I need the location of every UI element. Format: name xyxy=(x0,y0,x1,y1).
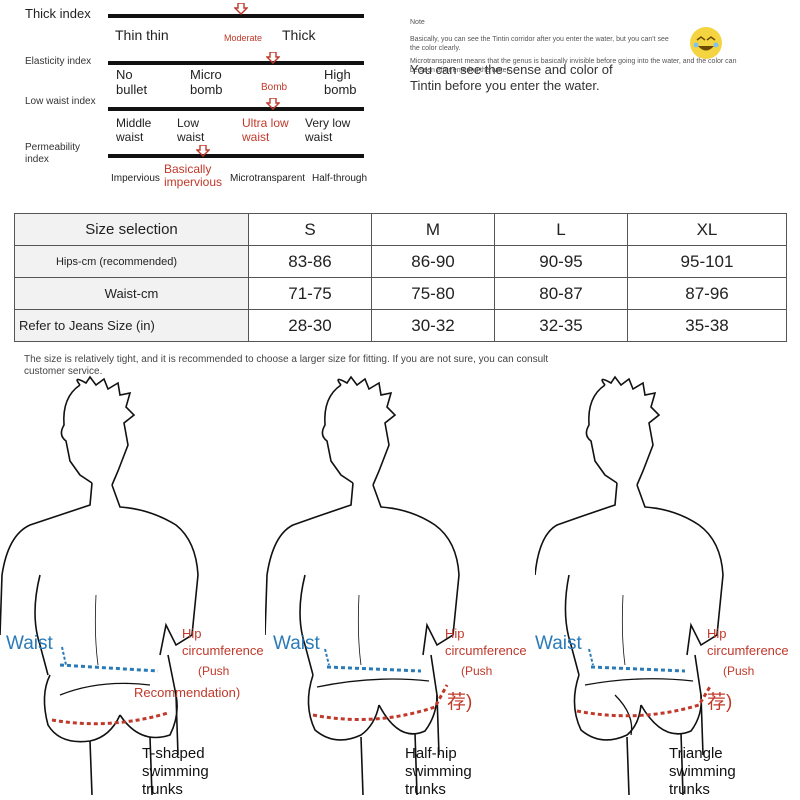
table-row: Refer to Jeans Size (in) 28-30 30-32 32-… xyxy=(14,309,787,342)
push-label: (Push xyxy=(198,664,230,678)
figure-triangle: Waist Hip circumference (Push 荐) Triangl… xyxy=(535,375,795,800)
body-illustration xyxy=(265,375,460,796)
permeability-opt-2: Microtransparent xyxy=(230,173,306,184)
hip-label: Hip circumference xyxy=(445,626,527,658)
permeability-index-bar xyxy=(108,154,364,158)
waist-label: Waist xyxy=(535,633,582,654)
table-row: Hips-cm (recommended) 83-86 86-90 90-95 … xyxy=(14,245,787,278)
table-row-label: Refer to Jeans Size (in) xyxy=(14,309,249,342)
laughing-emoji-icon xyxy=(690,27,722,59)
thick-opt-2: Thick xyxy=(282,27,316,43)
table-cell: 32-35 xyxy=(494,309,628,342)
push-label: (Push xyxy=(461,664,493,678)
thick-opt-1: Moderate xyxy=(224,33,263,43)
figure-caption: Triangle swimming trunks xyxy=(669,745,736,798)
thick-opt-0: Thin thin xyxy=(115,27,169,43)
arrow-down-icon xyxy=(266,52,280,64)
note-line-1: Basically, you can see the Tintin corrid… xyxy=(410,36,669,52)
table-cell: 95-101 xyxy=(627,245,787,278)
arrow-down-icon xyxy=(196,145,210,157)
table-cell: 86-90 xyxy=(371,245,495,278)
elasticity-opt-2: Bomb xyxy=(261,82,288,93)
elasticity-index-label: Elasticity index xyxy=(25,56,92,67)
table-cell: 28-30 xyxy=(248,309,372,342)
waist-index-bar xyxy=(108,107,364,111)
permeability-index-label: Permeability index xyxy=(25,142,81,165)
table-header-cell: L xyxy=(494,213,628,246)
arrow-down-icon xyxy=(266,98,280,110)
waist-label: Waist xyxy=(273,633,320,654)
note-line-3: You can see the sense and color of Tinti… xyxy=(410,62,613,93)
hip-label: Hip circumference xyxy=(707,626,789,658)
table-cell: 80-87 xyxy=(494,277,628,310)
table-header-cell: S xyxy=(248,213,372,246)
note-title: Note xyxy=(410,19,425,26)
table-row-label: Hips-cm (recommended) xyxy=(14,245,249,278)
size-table: Size selection S M L XL Hips-cm (recomme… xyxy=(14,213,787,342)
waist-opt-1: Low waist xyxy=(177,116,205,144)
table-cell: 83-86 xyxy=(248,245,372,278)
push-label-2: 荐) xyxy=(447,692,473,713)
figure-caption: Half-hip swimming trunks xyxy=(405,745,472,798)
table-cell: 90-95 xyxy=(494,245,628,278)
waist-opt-3: Very low waist xyxy=(305,116,351,144)
arrow-down-icon xyxy=(234,3,248,15)
thick-index-label: Thick index xyxy=(25,6,91,21)
table-header-cell: M xyxy=(371,213,495,246)
table-cell: 35-38 xyxy=(627,309,787,342)
push-label-2: 荐) xyxy=(707,692,733,713)
table-header-cell: XL xyxy=(627,213,787,246)
table-cell: 30-32 xyxy=(371,309,495,342)
permeability-opt-3: Half-through xyxy=(312,173,368,184)
note-line-2: Microtransparent means that the genus is… xyxy=(410,58,737,74)
waist-label: Waist xyxy=(6,633,53,654)
permeability-opt-0: Impervious xyxy=(111,173,160,184)
waist-opt-0: Middle waist xyxy=(116,116,152,144)
waist-index-label: Low waist index xyxy=(25,96,96,107)
table-cell: 75-80 xyxy=(371,277,495,310)
thick-index-bar xyxy=(108,14,364,18)
waist-opt-2: Ultra low waist xyxy=(242,116,289,144)
permeability-opt-1: Basically impervious xyxy=(164,162,223,189)
push-label: (Push xyxy=(723,664,755,678)
table-row: Size selection S M L XL xyxy=(14,213,787,246)
elasticity-index-bar xyxy=(108,61,364,65)
elasticity-opt-3: High bomb xyxy=(324,67,357,97)
body-illustration xyxy=(535,375,724,796)
push-label-2: Recommendation) xyxy=(134,685,241,700)
table-row-label: Waist-cm xyxy=(14,277,249,310)
hip-label: Hip circumference xyxy=(182,626,264,658)
table-row: Waist-cm 71-75 75-80 80-87 87-96 xyxy=(14,277,787,310)
table-cell: 87-96 xyxy=(627,277,787,310)
body-illustration xyxy=(0,375,199,796)
elasticity-opt-0: No bullet xyxy=(116,67,148,97)
figure-t-shaped: Waist Hip circumference (Push Recommenda… xyxy=(0,375,264,800)
elasticity-opt-1: Micro bomb xyxy=(190,67,223,97)
size-note: The size is relatively tight, and it is … xyxy=(24,354,549,377)
figure-half-hip: Waist Hip circumference (Push 荐) Half-hi… xyxy=(265,375,527,800)
table-header-cell: Size selection xyxy=(14,213,249,246)
figure-caption: T-shaped swimming trunks xyxy=(142,745,209,798)
table-cell: 71-75 xyxy=(248,277,372,310)
